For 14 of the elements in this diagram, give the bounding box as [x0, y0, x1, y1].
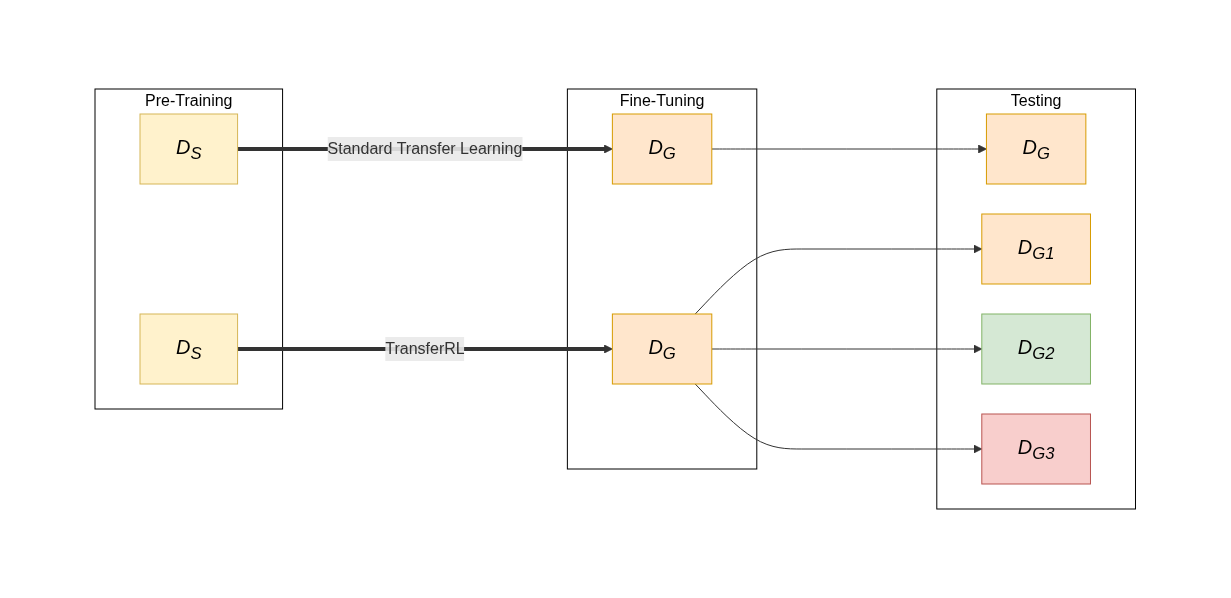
node-box: D$_{G2}$	[981, 313, 1092, 385]
arrow	[695, 244, 983, 315]
edge-label: TransferRL	[385, 340, 465, 357]
node-box: D$_{S}$	[139, 113, 239, 185]
node-box: D$_{G}$	[612, 113, 713, 185]
node-box: D$_{S}$	[139, 313, 239, 385]
node-box: D$_{G3}$	[981, 413, 1092, 485]
arrow	[711, 144, 988, 154]
node-box: D$_{G}$	[986, 113, 1087, 185]
arrow	[695, 383, 983, 454]
node-box: D$_{G}$	[612, 313, 713, 385]
edge-label: Standard Transfer Learning	[327, 140, 523, 157]
node-box: D$_{G1}$	[981, 213, 1092, 285]
arrow	[711, 344, 983, 354]
